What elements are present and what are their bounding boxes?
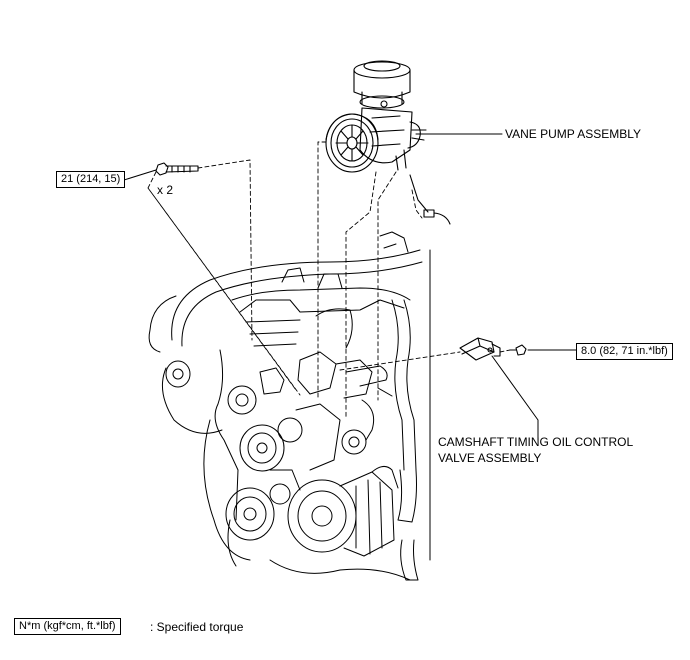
oil-control-valve xyxy=(459,337,527,361)
ocv-label-line1: CAMSHAFT TIMING OIL CONTROL xyxy=(438,435,634,449)
bolt-torque-box: 21 (214, 15) xyxy=(56,171,126,188)
ocv-label-line2: VALVE ASSEMBLY xyxy=(438,451,542,465)
leader-lines xyxy=(123,133,577,441)
vane-pump-label: VANE PUMP ASSEMBLY xyxy=(505,127,642,141)
legend-text: : Specified torque xyxy=(150,620,244,634)
legend-unit-box: N*m (kgf*cm, ft.*lbf) xyxy=(14,618,121,635)
ocv-torque-box: 8.0 (82, 71 in.*lbf) xyxy=(576,343,673,360)
bolt-quantity-label: x 2 xyxy=(157,183,174,197)
engine-block xyxy=(148,231,431,581)
vane-pump-assembly xyxy=(325,60,451,225)
pump-bolt xyxy=(155,162,199,176)
alignment-lines xyxy=(147,141,511,419)
